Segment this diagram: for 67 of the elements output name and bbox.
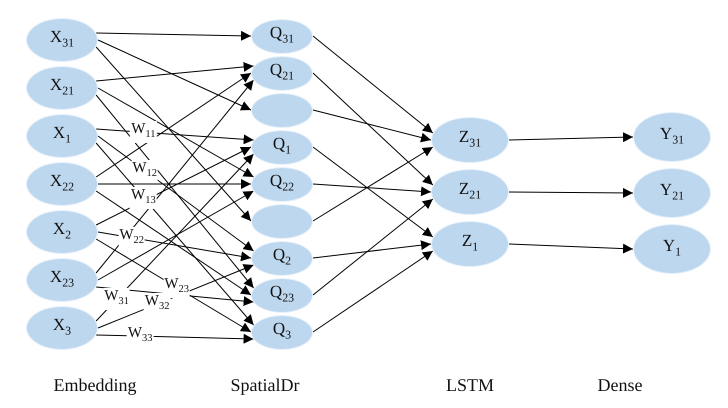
neuron-circle — [26, 258, 98, 302]
neuron-label: X$_{1}$ — [52, 124, 72, 148]
neuron-circle — [251, 166, 313, 202]
neuron-circle — [26, 114, 98, 158]
neuron-circle — [26, 66, 98, 110]
neuron-circle — [251, 314, 313, 350]
layer-label: SpatialDr — [230, 375, 300, 396]
arrow — [312, 36, 434, 134]
neuron-label: Z$_{21}$ — [458, 180, 482, 204]
neuron-circle — [431, 117, 509, 163]
edge-label: W$_{12}$ — [131, 160, 158, 182]
arrow — [312, 184, 432, 196]
neuron-label: X$_{3}$ — [52, 316, 72, 340]
neuron-label: X$_{2}$ — [52, 220, 72, 244]
neuron-label: Z$_{1}$ — [462, 232, 478, 256]
edge-label: W$_{13}$ — [130, 186, 157, 209]
neuron-label: Y$_{1}$ — [662, 237, 682, 261]
edge-label: W$_{23}$ — [163, 276, 190, 298]
arrow — [96, 190, 252, 296]
neuron-label: Q$_{21}$ — [270, 61, 294, 85]
arrow — [96, 62, 254, 82]
neuron-circle — [251, 204, 313, 238]
arrow — [96, 30, 252, 41]
arrow — [312, 198, 434, 296]
neuron-label: Q$_{2}$ — [272, 246, 292, 270]
neuron-label: Q$_{1}$ — [272, 135, 292, 159]
arrow — [98, 179, 252, 189]
arrow — [96, 72, 252, 178]
neuron-circle — [431, 169, 509, 215]
neuron-circle — [26, 18, 98, 62]
neuron-label: Z$_{31}$ — [458, 128, 482, 152]
arrow — [312, 146, 434, 238]
arrow — [98, 190, 254, 280]
neuron-label: X$_{22}$ — [50, 172, 74, 196]
arrow — [312, 146, 434, 222]
layer-label: Dense — [598, 375, 642, 396]
neuron-label: X$_{23}$ — [50, 268, 74, 292]
neuron-circle — [251, 240, 313, 276]
neuron-label: Y$_{31}$ — [660, 125, 684, 149]
arrow — [508, 244, 634, 254]
neuron-circle — [251, 56, 313, 90]
arrow — [98, 40, 252, 110]
neuron-circle — [431, 221, 509, 267]
arrow — [312, 240, 432, 258]
neuron-circle — [251, 278, 313, 312]
layer-label: LSTM — [446, 375, 494, 396]
arrow — [508, 132, 634, 142]
neuron-label: X$_{21}$ — [50, 76, 74, 100]
arrow — [508, 188, 634, 198]
layer-label: Embedding — [54, 375, 136, 396]
edge-label: W$_{11}$ — [130, 121, 156, 144]
arrow — [96, 46, 252, 222]
edge-label: W$_{31}$ — [103, 288, 130, 310]
arrow — [312, 72, 434, 186]
arrow — [312, 250, 434, 332]
arrow — [98, 88, 254, 178]
edge-label: W$_{22}$ — [118, 226, 145, 249]
neuron-label: Q$_{23}$ — [270, 283, 294, 307]
neuron-circle — [26, 306, 98, 350]
neuron-label: Q$_{3}$ — [272, 320, 292, 344]
arrow — [312, 110, 432, 142]
neuron-label: Y$_{21}$ — [660, 181, 684, 205]
neuron-circle — [251, 130, 313, 164]
neuron-label: Q$_{31}$ — [270, 24, 294, 48]
neuron-label: Q$_{22}$ — [270, 172, 294, 196]
neuron-circle — [26, 162, 98, 206]
neuron-label: X$_{31}$ — [50, 28, 74, 52]
